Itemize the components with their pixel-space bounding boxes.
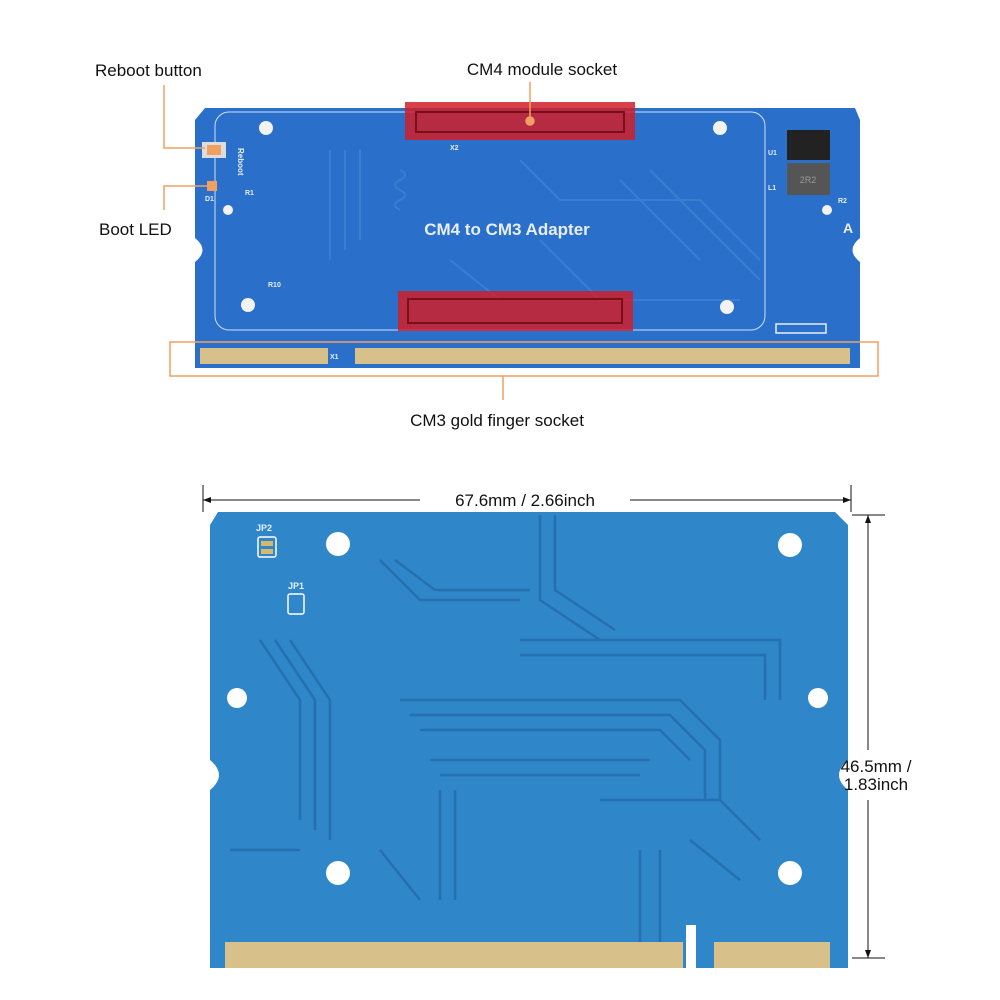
gold-fingers-long xyxy=(355,348,850,364)
gold-fingers-long xyxy=(225,942,683,968)
top-board: CM4 to CM3 Adapter A X2 X1 R1 D1 R10 R2 … xyxy=(169,102,879,377)
silk-l1: L1 xyxy=(768,185,776,192)
gold-fingers-short xyxy=(200,348,328,364)
jp1-pad xyxy=(287,593,305,615)
silk-u1: U1 xyxy=(768,150,777,157)
height-dimension-line1: 46.5mm / xyxy=(841,757,912,776)
height-dimension-line2: 1.83inch xyxy=(844,775,908,794)
board-title: CM4 to CM3 Adapter xyxy=(424,220,590,239)
mount-hole xyxy=(808,688,828,708)
mount-hole xyxy=(326,861,350,885)
callout-boot-led: Boot LED xyxy=(99,220,172,239)
svg-text:2R2: 2R2 xyxy=(800,175,817,185)
dimension-lines xyxy=(202,485,885,959)
silk-x1: X1 xyxy=(330,354,339,361)
silk-jp1: JP1 xyxy=(288,581,304,591)
silk-r1: R1 xyxy=(245,190,254,197)
boot-led xyxy=(207,181,217,191)
mount-hole xyxy=(259,121,273,135)
mount-hole xyxy=(227,688,247,708)
silk-a: A xyxy=(843,220,853,236)
silk-r2: R2 xyxy=(838,198,847,205)
mount-hole xyxy=(326,532,350,556)
mount-hole xyxy=(822,205,832,215)
bottom-board: JP2 JP1 xyxy=(210,512,848,970)
mount-hole xyxy=(713,121,727,135)
mount-hole xyxy=(223,205,233,215)
callouts xyxy=(163,82,535,400)
regulator-chip xyxy=(787,130,830,160)
silk-reboot: Reboot xyxy=(236,148,245,176)
reboot-button-highlight xyxy=(207,145,221,155)
callout-reboot-button: Reboot button xyxy=(95,61,202,80)
callout-cm3-socket: CM3 gold finger socket xyxy=(410,411,584,430)
silk-x2: X2 xyxy=(450,145,459,152)
gold-finger-highlight xyxy=(169,341,879,377)
mount-hole xyxy=(778,861,802,885)
cm4-socket-lower xyxy=(398,291,633,331)
width-dimension: 67.6mm / 2.66inch xyxy=(455,491,595,510)
silk-jp2: JP2 xyxy=(256,523,272,533)
silk-d1: D1 xyxy=(205,196,214,203)
mount-hole xyxy=(778,533,802,557)
mount-hole xyxy=(720,300,734,314)
cm4-socket-upper xyxy=(405,102,635,140)
callout-cm4-socket: CM4 module socket xyxy=(467,60,618,79)
mount-hole xyxy=(241,298,255,312)
jp2-pad xyxy=(257,536,277,558)
silk-r10: R10 xyxy=(268,282,281,289)
inductor xyxy=(787,163,830,195)
gold-fingers-short xyxy=(714,942,830,968)
